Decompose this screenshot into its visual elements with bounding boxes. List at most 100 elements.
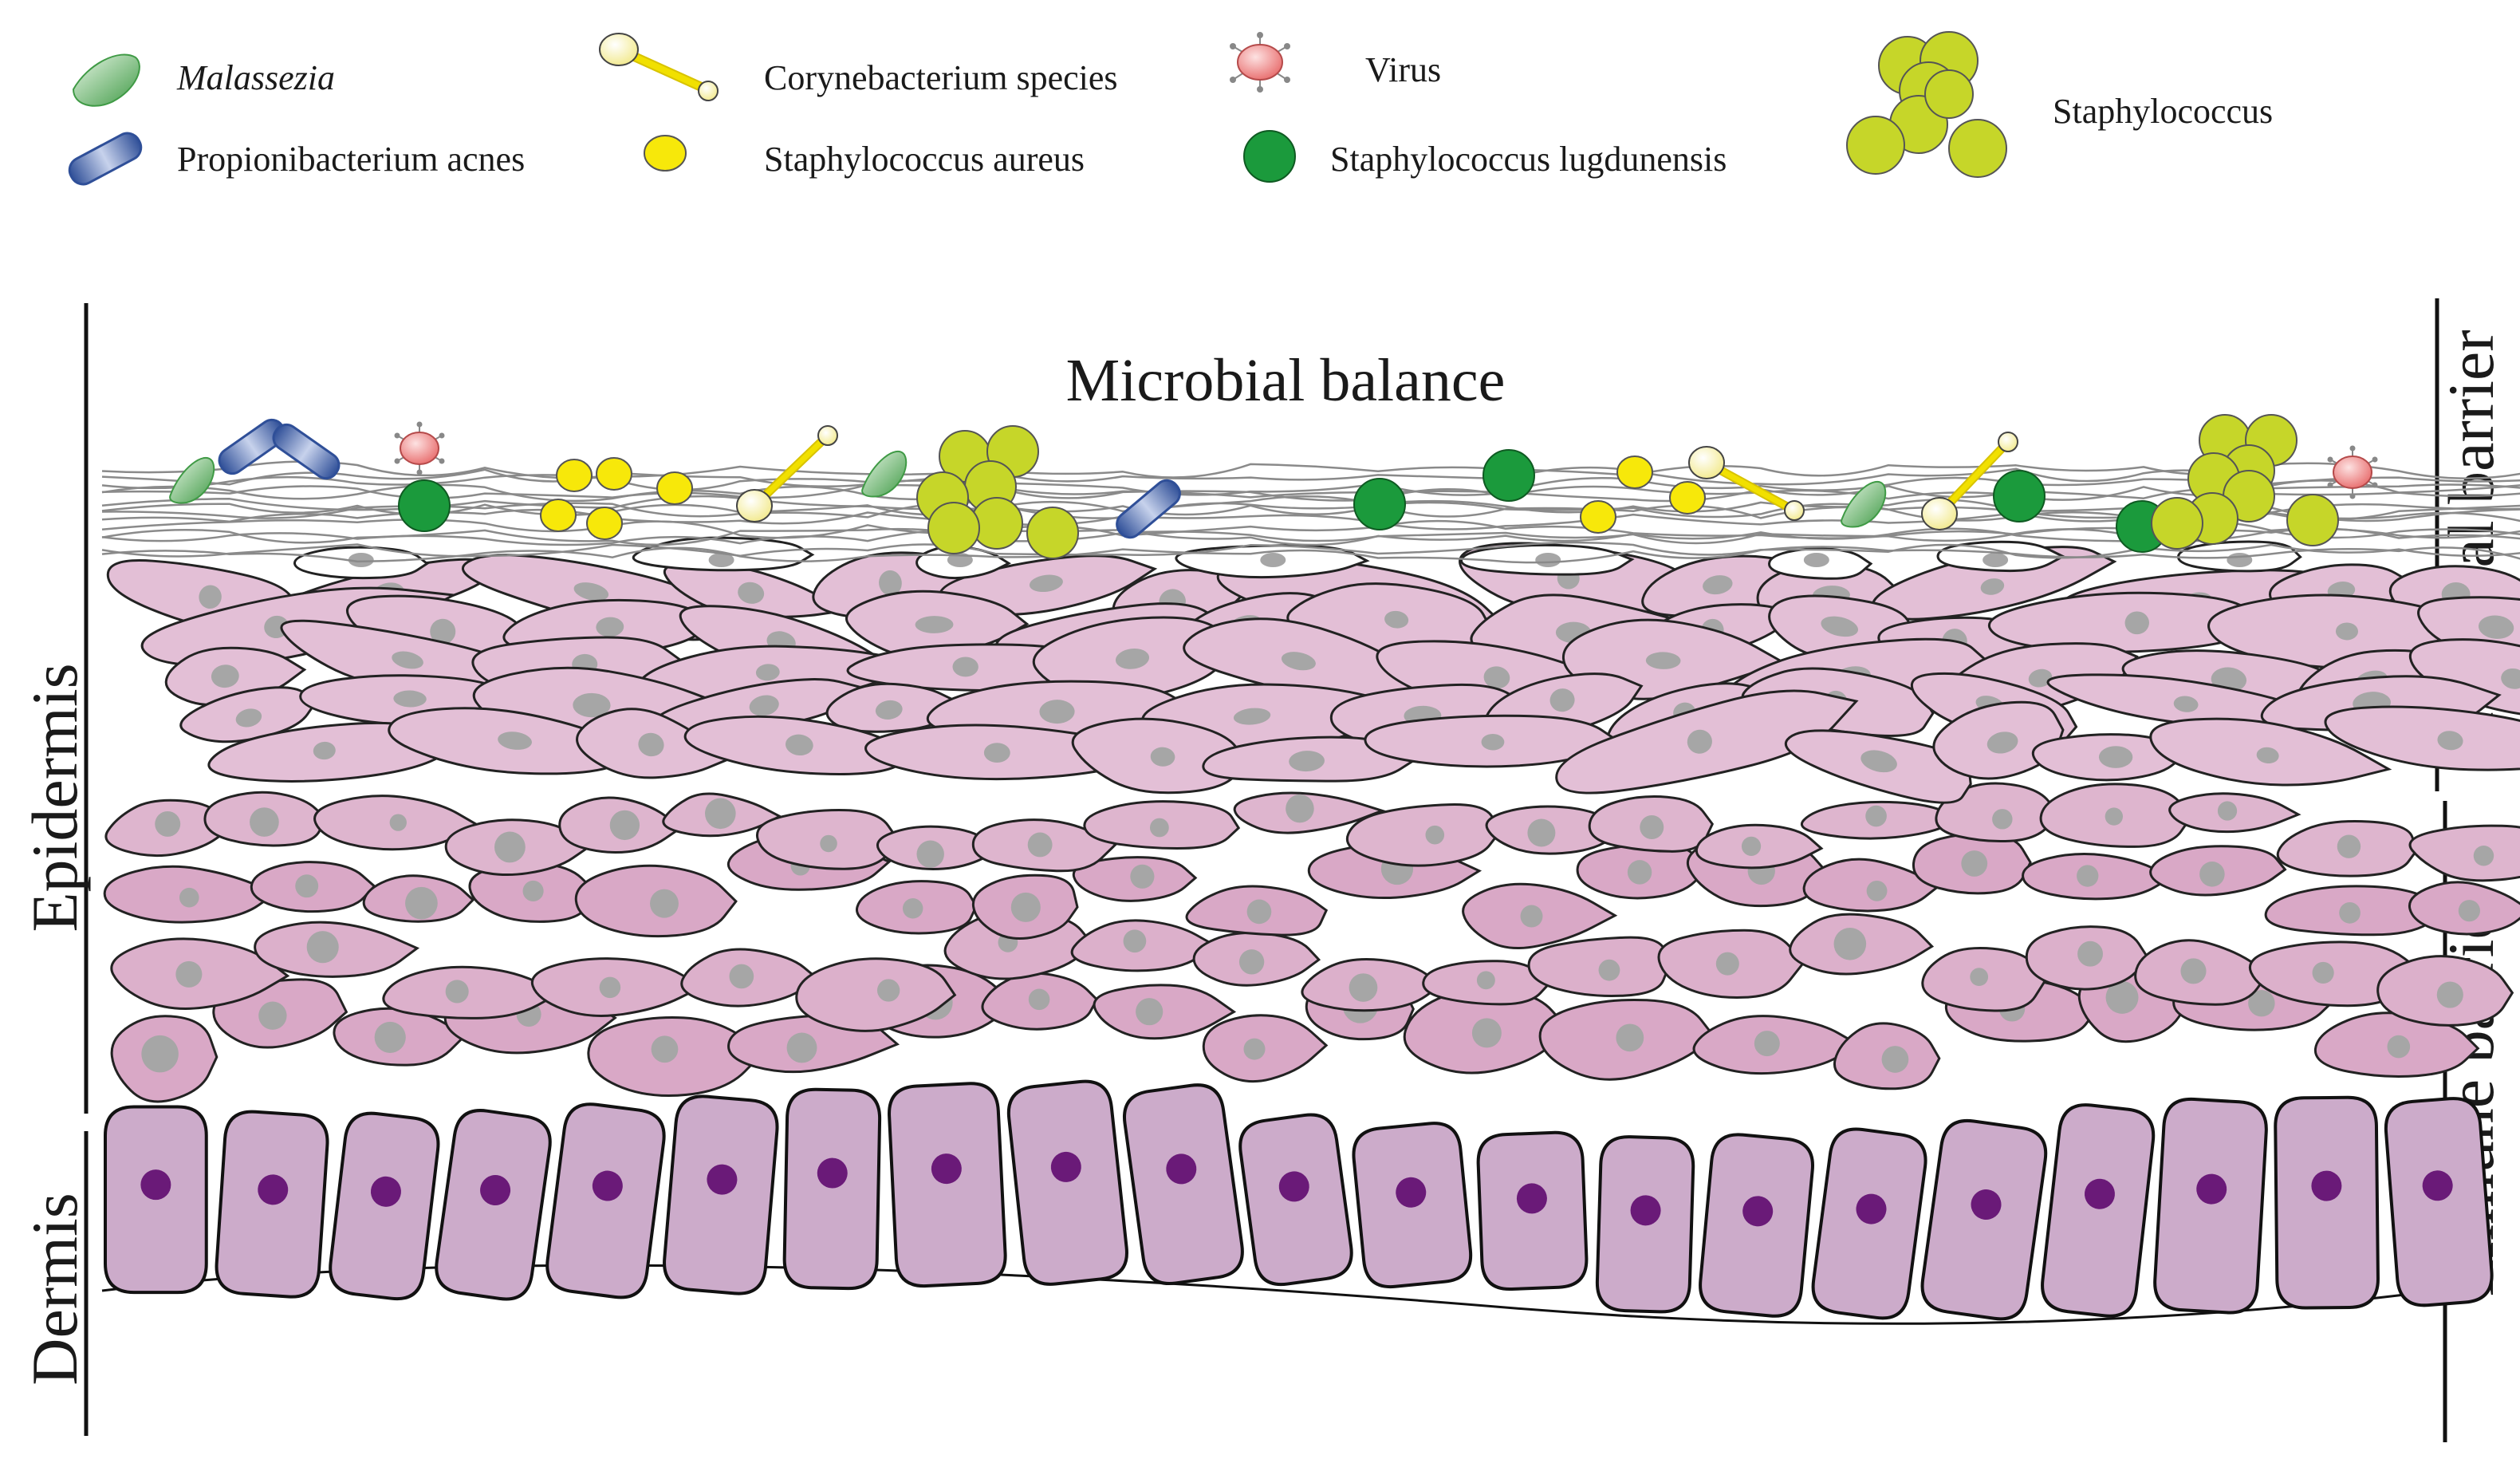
- cell-nucleus: [915, 616, 954, 633]
- staph-aureus-cell: [540, 499, 577, 532]
- cell-nucleus: [609, 810, 640, 841]
- cell-nucleus: [1260, 553, 1286, 567]
- virus-body: [400, 432, 439, 465]
- basal-cell: [1699, 1133, 1814, 1318]
- granular-cell: [1784, 729, 1972, 804]
- staph-aureus-cell: [656, 471, 693, 505]
- cell-nucleus: [1549, 688, 1575, 712]
- diagram-title: Microbial balance: [1066, 347, 1506, 414]
- virus-spike-tip: [439, 432, 445, 439]
- granular-cell: [576, 708, 730, 779]
- cell-nucleus: [1527, 818, 1556, 847]
- cell-nucleus: [1149, 818, 1169, 838]
- cell-nucleus: [1983, 553, 2009, 567]
- cell-nucleus: [295, 874, 319, 898]
- staphylococcus-cell: [2286, 494, 2339, 546]
- basal-cell: [2274, 1095, 2380, 1310]
- basal-nucleus: [707, 1164, 738, 1195]
- cell-nucleus: [1238, 949, 1265, 975]
- cell-nucleus: [820, 834, 837, 853]
- cell-nucleus: [1703, 575, 1733, 595]
- cell-nucleus: [258, 1001, 287, 1030]
- basal-cell: [2384, 1097, 2494, 1307]
- cell-nucleus: [1233, 708, 1271, 725]
- basal-cell: [663, 1094, 779, 1295]
- cell-nucleus: [1598, 959, 1620, 981]
- basal-cell: [1811, 1127, 1927, 1320]
- granular-cell: [1032, 616, 1238, 702]
- legend: Malassezia Propionibacterium acnes Coryn…: [68, 31, 2273, 186]
- keratinocyte: [382, 965, 563, 1019]
- cell-nucleus: [405, 886, 438, 920]
- granular-cell: [2324, 705, 2520, 771]
- cell-nucleus: [2436, 981, 2463, 1008]
- cell-nucleus: [1029, 574, 1063, 593]
- basal-layer: [104, 1079, 2494, 1321]
- cell-nucleus: [705, 798, 736, 830]
- basal-nucleus: [1742, 1196, 1774, 1227]
- corynebacterium-tail: [1784, 500, 1805, 521]
- cell-nucleus: [2124, 611, 2149, 635]
- cell-nucleus: [1535, 553, 1561, 567]
- basal-cell-body: [1920, 1118, 2048, 1321]
- cell-nucleus: [729, 964, 754, 989]
- basal-cell: [104, 1105, 208, 1295]
- cell-nucleus: [2217, 801, 2238, 821]
- basal-cell: [435, 1109, 552, 1301]
- legend-corynebacterium-label: Corynebacterium species: [764, 58, 1118, 97]
- cell-nucleus: [755, 664, 780, 681]
- cell-nucleus: [596, 617, 624, 637]
- basal-nucleus: [1166, 1153, 1197, 1185]
- basal-nucleus: [140, 1169, 171, 1201]
- virus-spike-tip: [416, 469, 423, 475]
- cell-nucleus: [1986, 732, 2018, 754]
- cell-nucleus: [498, 732, 532, 750]
- cell-nucleus: [393, 690, 427, 708]
- cell-nucleus: [1286, 794, 1314, 823]
- keratinocyte: [1527, 936, 1671, 997]
- epidermis-label: Epidermis: [18, 663, 91, 932]
- basal-cell: [1238, 1113, 1353, 1287]
- basal-nucleus: [2196, 1173, 2227, 1205]
- surface-microbes: [169, 414, 2378, 559]
- cell-nucleus: [1865, 805, 1887, 827]
- virus-spike-tip: [2349, 493, 2356, 499]
- virus-spike-tip: [394, 432, 400, 439]
- basal-nucleus: [370, 1176, 401, 1207]
- cell-nucleus: [2105, 980, 2139, 1014]
- cell-nucleus: [1425, 825, 1445, 845]
- basal-cell-body: [782, 1087, 882, 1291]
- basal-cell-body: [1122, 1083, 1244, 1286]
- cell-nucleus: [1640, 814, 1664, 839]
- cell-nucleus: [2339, 902, 2361, 924]
- basal-cell-body: [2384, 1097, 2494, 1307]
- cell-nucleus: [179, 887, 199, 908]
- cell-nucleus: [738, 582, 765, 604]
- cell-nucleus: [1384, 610, 1409, 629]
- basal-cell: [1476, 1130, 1589, 1291]
- cell-nucleus: [348, 553, 374, 567]
- propionibacterium-icon: [68, 132, 143, 186]
- cell-nucleus: [2105, 807, 2124, 826]
- cell-nucleus: [2478, 615, 2514, 639]
- granular-cell: [1202, 735, 1422, 783]
- corynebacterium-cell: [736, 425, 838, 522]
- cell-nucleus: [1136, 998, 1164, 1026]
- basal-cell: [2153, 1098, 2268, 1315]
- cell-nucleus: [2458, 900, 2480, 922]
- spinous-layer-deep: [110, 911, 2514, 1103]
- basal-nucleus: [1396, 1177, 1427, 1208]
- basal-cell: [329, 1111, 440, 1301]
- basal-cell-body: [2274, 1095, 2380, 1310]
- cell-nucleus: [1039, 700, 1075, 724]
- basal-nucleus: [1856, 1193, 1887, 1224]
- cell-nucleus: [175, 960, 203, 988]
- cell-nucleus: [1860, 750, 1897, 773]
- granular-cell: [2031, 733, 2185, 782]
- basal-nucleus: [1516, 1183, 1547, 1214]
- cell-nucleus: [651, 1035, 679, 1063]
- spinous-layer-mid: [103, 782, 2520, 950]
- cell-nucleus: [879, 570, 902, 596]
- granular-cell: [2149, 717, 2392, 787]
